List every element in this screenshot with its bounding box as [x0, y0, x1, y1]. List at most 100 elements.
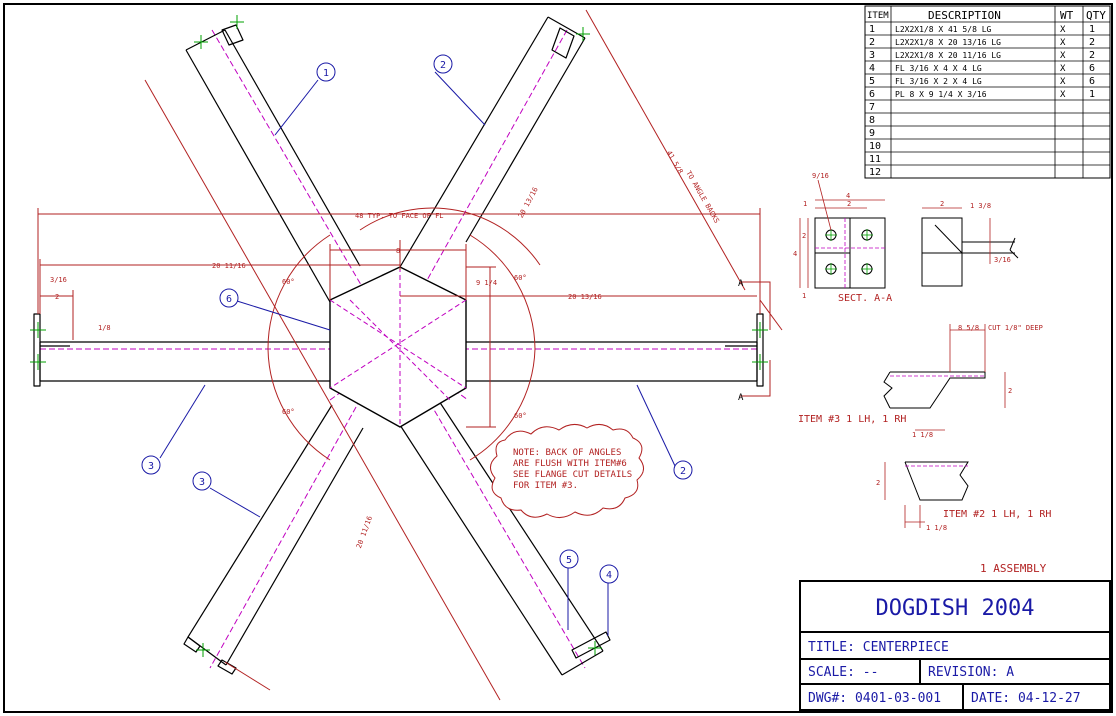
- bom-cell-item: 9: [869, 128, 875, 139]
- drawing-title: TITLE: CENTERPIECE: [808, 640, 949, 655]
- dim-overall: 48 TYP. TO FACE OF FL: [355, 212, 444, 220]
- bom-cell-item: 11: [869, 154, 881, 165]
- dim-plate-height: 9 1/4: [476, 279, 497, 287]
- balloons: 1 2 2 3 3 4 5 6: [141, 54, 693, 636]
- bom-header-item: ITEM: [867, 11, 889, 21]
- note-line-4: FOR ITEM #3.: [513, 481, 578, 491]
- bom-cell-description: L2X2X1/8 X 20 11/16 LG: [895, 51, 1001, 60]
- balloon-3a: [141, 455, 161, 475]
- bom-cell-item: 10: [869, 141, 881, 152]
- project-name: DOGDISH 2004: [876, 596, 1035, 621]
- detail-3-label: ITEM #3 1 LH, 1 RH: [798, 414, 906, 425]
- bom-cell-qty: 2: [1089, 37, 1095, 48]
- balloon-2a-label: 2: [440, 60, 446, 71]
- bom-cell-qty: 1: [1089, 89, 1095, 100]
- d2-dim-bottom: 1 1/8: [926, 524, 947, 532]
- dim-small-frac: 1/8: [98, 324, 111, 332]
- drawing-revision: REVISION: A: [928, 665, 1014, 680]
- bom-cell-description: L2X2X1/8 X 20 13/16 LG: [895, 38, 1001, 47]
- balloon-3b: [192, 471, 212, 491]
- bom-cell-wt: X: [1060, 77, 1066, 87]
- dim-angle-a: 60°: [282, 278, 295, 286]
- dim-diagonal-left: 20 11/16: [355, 515, 374, 549]
- balloon-2a: [433, 54, 453, 74]
- balloon-5-label: 5: [566, 555, 572, 566]
- bom-cell-item: 4: [869, 63, 875, 74]
- bom-cell-wt: X: [1060, 38, 1066, 48]
- d2-dim-side: 2: [876, 479, 880, 487]
- bom-cell-wt: X: [1060, 51, 1066, 61]
- main-assembly: [30, 15, 768, 676]
- note-line-3: SEE FLANGE CUT DETAILS: [513, 470, 632, 480]
- bom-cell-wt: X: [1060, 90, 1066, 100]
- dim-diagonal-top: 41 5/8: [665, 149, 685, 175]
- bom-cell-description: FL 3/16 X 2 X 4 LG: [895, 77, 982, 86]
- d3-dim-top: 8 5/8: [958, 324, 979, 332]
- bom-cell-description: FL 3/16 X 4 X 4 LG: [895, 64, 982, 73]
- balloon-6-label: 6: [226, 294, 232, 305]
- detail-2-label: ITEM #2 1 LH, 1 RH: [943, 509, 1051, 520]
- bom-cell-qty: 6: [1089, 76, 1095, 87]
- bom-cell-qty: 6: [1089, 63, 1095, 74]
- bom-cell-wt: X: [1060, 64, 1066, 74]
- drawing-scale: SCALE: --: [808, 665, 878, 680]
- note-line-2: ARE FLUSH WITH ITEM#6: [513, 459, 627, 469]
- bom-cell-description: PL 8 X 9 1/4 X 3/16: [895, 90, 987, 99]
- assembly-note: 1 ASSEMBLY: [980, 562, 1047, 575]
- plate-hidden-lines: [329, 267, 467, 427]
- d3-dim-bottom: 1 1/8: [912, 431, 933, 439]
- dim-diag-note: TO ANGLE BACKS: [684, 170, 720, 225]
- section-label: SECT. A-A: [838, 293, 892, 304]
- drawing-date: DATE: 04-12-27: [971, 691, 1081, 706]
- bom-cell-item: 2: [869, 37, 875, 48]
- bom-cell-qty: 1: [1089, 24, 1095, 35]
- dim-right-length: 20 13/16: [568, 293, 602, 301]
- dim-plate-width: 8: [396, 247, 400, 255]
- dim-angle-d: 60°: [514, 412, 527, 420]
- sect-dim-hole: 9/16: [812, 172, 829, 180]
- dim-angle-c: 60°: [514, 274, 527, 282]
- balloon-5: [559, 549, 579, 569]
- detail-item-3: 8 5/8 CUT 1/8" DEEP 2 1 1/8 ITEM #3 1 LH…: [798, 324, 1043, 439]
- drawing-number: DWG#: 0401-03-001: [808, 691, 941, 706]
- bom-header-wt: WT: [1060, 9, 1074, 22]
- side-dim-v: 3/16: [994, 256, 1011, 264]
- sheet-border: [3, 3, 1113, 713]
- side-dim-frac: 1 3/8: [970, 202, 991, 210]
- sect-dim-2: 2: [847, 200, 851, 208]
- weld-marks: [30, 15, 768, 657]
- bom-cell-description: L2X2X1/8 X 41 5/8 LG: [895, 25, 992, 34]
- sect-dim-v2: 2: [802, 232, 806, 240]
- balloon-2b: [673, 460, 693, 480]
- note-cloud: NOTE: BACK OF ANGLES ARE FLUSH WITH ITEM…: [490, 424, 644, 518]
- bom-cell-item: 1: [869, 24, 875, 35]
- d3-dim-side: 2: [1008, 387, 1012, 395]
- balloon-3a-label: 3: [148, 461, 154, 472]
- bom-header-qty: QTY: [1086, 9, 1106, 22]
- horizontal-member: [33, 313, 764, 387]
- balloon-1-label: 1: [323, 68, 329, 79]
- sect-dim-1: 1: [803, 200, 807, 208]
- bom-cell-item: 8: [869, 115, 875, 126]
- dimension-lines: [37, 9, 783, 701]
- balloon-2b-label: 2: [680, 466, 686, 477]
- dim-left-offset-frac: 3/16: [50, 276, 67, 284]
- balloon-4-label: 4: [606, 570, 612, 581]
- bom-cell-item: 6: [869, 89, 875, 100]
- bom-cell-item: 5: [869, 76, 875, 87]
- side-dim-2: 2: [940, 200, 944, 208]
- sect-dim-4: 4: [846, 192, 850, 200]
- section-mark-top: A: [738, 279, 744, 289]
- balloon-1: [316, 62, 336, 82]
- sect-dim-v1: 1: [802, 292, 806, 300]
- bom-cell-item: 12: [869, 167, 881, 178]
- balloon-4: [599, 564, 619, 584]
- balloon-3b-label: 3: [199, 477, 205, 488]
- balloon-6: [219, 288, 239, 308]
- detail-item-2: 2 1 1/8 ITEM #2 1 LH, 1 RH: [876, 461, 1051, 532]
- bom-cell-wt: X: [1060, 25, 1066, 35]
- dim-left-offset: 2: [55, 293, 59, 301]
